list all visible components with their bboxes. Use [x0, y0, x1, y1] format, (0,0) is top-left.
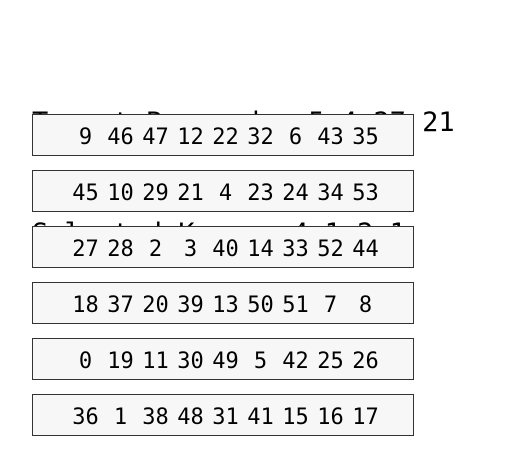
key-button[interactable]: 26	[352, 349, 379, 374]
key-button[interactable]: 12	[177, 125, 204, 150]
key-button[interactable]: 52	[317, 237, 344, 262]
key-button[interactable]: 14	[247, 237, 274, 262]
key-button[interactable]: 47	[142, 125, 169, 150]
key-button[interactable]: 9	[78, 125, 93, 150]
key-row-5: 0 19 11 30 49 5 42 25 26	[32, 338, 414, 380]
key-button[interactable]: 39	[177, 293, 204, 318]
key-button[interactable]: 34	[317, 181, 344, 206]
key-button[interactable]: 51	[282, 293, 309, 318]
key-button[interactable]: 6	[288, 125, 303, 150]
key-button[interactable]: 46	[107, 125, 134, 150]
key-button[interactable]: 2	[148, 237, 163, 262]
key-button[interactable]: 43	[317, 125, 344, 150]
key-button[interactable]: 22	[212, 125, 239, 150]
key-button[interactable]: 38	[142, 405, 169, 430]
key-button[interactable]: 5	[253, 349, 268, 374]
key-button[interactable]: 35	[352, 125, 379, 150]
key-button[interactable]: 1	[113, 405, 128, 430]
key-button[interactable]: 44	[352, 237, 379, 262]
key-button[interactable]: 17	[352, 405, 379, 430]
key-button[interactable]: 30	[177, 349, 204, 374]
key-button[interactable]: 27	[72, 237, 99, 262]
key-button[interactable]: 18	[72, 293, 99, 318]
key-button[interactable]: 20	[142, 293, 169, 318]
key-row-1: 9 46 47 12 22 32 6 43 35	[32, 114, 414, 156]
key-button[interactable]: 48	[177, 405, 204, 430]
key-button[interactable]: 50	[247, 293, 274, 318]
key-button[interactable]: 13	[212, 293, 239, 318]
key-button[interactable]: 11	[142, 349, 169, 374]
key-button[interactable]: 33	[282, 237, 309, 262]
key-row-2: 45 10 29 21 4 23 24 34 53	[32, 170, 414, 212]
key-button[interactable]: 21	[177, 181, 204, 206]
key-button[interactable]: 29	[142, 181, 169, 206]
key-button[interactable]: 49	[212, 349, 239, 374]
key-button[interactable]: 10	[107, 181, 134, 206]
key-button[interactable]: 45	[72, 181, 99, 206]
key-button[interactable]: 16	[317, 405, 344, 430]
key-button[interactable]: 31	[212, 405, 239, 430]
key-button[interactable]: 53	[352, 181, 379, 206]
key-button[interactable]: 32	[247, 125, 274, 150]
key-button[interactable]: 3	[183, 237, 198, 262]
key-button[interactable]: 4	[218, 181, 233, 206]
key-button[interactable]: 28	[107, 237, 134, 262]
key-button[interactable]: 36	[72, 405, 99, 430]
key-button[interactable]: 40	[212, 237, 239, 262]
key-button[interactable]: 19	[107, 349, 134, 374]
key-button[interactable]: 42	[282, 349, 309, 374]
key-button[interactable]: 41	[247, 405, 274, 430]
key-button[interactable]: 15	[282, 405, 309, 430]
key-button[interactable]: 37	[107, 293, 134, 318]
key-button[interactable]: 0	[78, 349, 93, 374]
key-row-6: 36 1 38 48 31 41 15 16 17	[32, 394, 414, 436]
key-button[interactable]: 23	[247, 181, 274, 206]
key-button[interactable]: 7	[323, 293, 338, 318]
key-button[interactable]: 8	[358, 293, 373, 318]
key-button[interactable]: 24	[282, 181, 309, 206]
key-button[interactable]: 25	[317, 349, 344, 374]
